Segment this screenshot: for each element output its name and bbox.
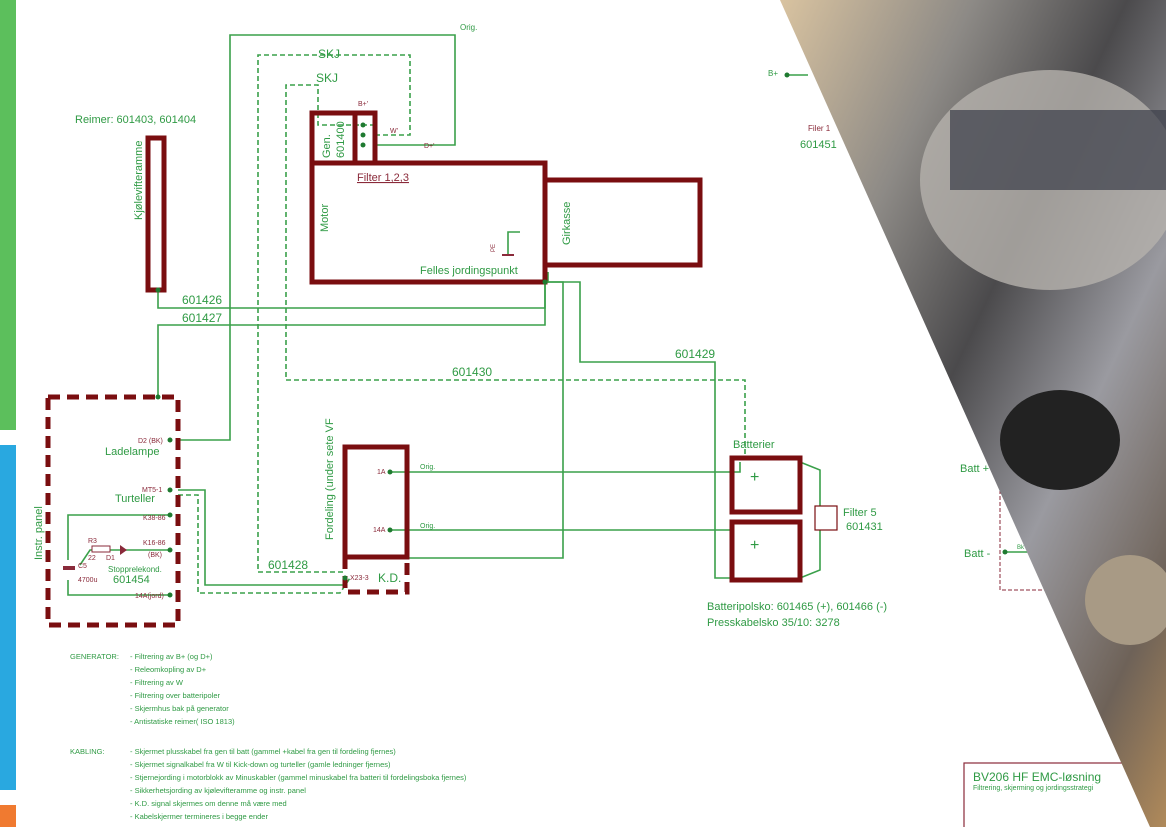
fordeling-label: Fordeling (under sete VF bbox=[324, 418, 336, 540]
1a-label: 1A bbox=[377, 469, 386, 476]
cable-601430: 601430 bbox=[452, 365, 492, 379]
note-item: - Sikkerhetsjording av kjølevifteramme o… bbox=[130, 786, 306, 795]
filter-5-box bbox=[814, 505, 838, 531]
battery-1 bbox=[729, 455, 803, 515]
wires bbox=[67, 34, 821, 596]
filter-right-number: 601451 bbox=[800, 139, 837, 151]
r3-value: 22 bbox=[88, 555, 96, 562]
note-item: - Stjernejording i motorblokk av Minuska… bbox=[130, 773, 467, 782]
c5-label: C5 bbox=[78, 563, 87, 570]
orig-label: Orig. bbox=[420, 523, 435, 530]
note-item: - Filtrering av W bbox=[130, 678, 184, 687]
b-plus-terminal: B+' bbox=[358, 101, 368, 108]
filter-5-label: Filter 5 bbox=[843, 507, 877, 519]
girkasse-label: Girkasse bbox=[561, 202, 573, 245]
d1-label: D1 bbox=[106, 555, 115, 562]
d-plus-terminal: D+' bbox=[424, 143, 434, 150]
instr-panel-label: Instr. panel bbox=[33, 506, 45, 560]
k16-label: K16-86 bbox=[143, 540, 166, 547]
diode-d1 bbox=[120, 545, 127, 555]
cable-601427: 601427 bbox=[182, 311, 222, 325]
orange-side-strip bbox=[0, 805, 16, 827]
notes: GENERATOR: - Filtrering av B+ (og D+) - … bbox=[70, 652, 467, 821]
bk-right-label: Bk bbox=[1017, 545, 1025, 551]
battery-plus: + bbox=[750, 469, 759, 486]
note-item: - Skjermet plusskabel fra gen til batt (… bbox=[130, 747, 396, 756]
alternator-photo bbox=[780, 0, 1166, 827]
stopprele-label: Stopprelekond. bbox=[108, 565, 162, 574]
pe-label: PE bbox=[491, 244, 497, 252]
r3-label: R3 bbox=[88, 538, 97, 545]
resistor-r3 bbox=[91, 545, 111, 553]
green-side-strip bbox=[0, 0, 16, 430]
gen-label: Gen. bbox=[321, 134, 333, 158]
presskabelsko-label: Presskabelsko 35/10: 3278 bbox=[707, 617, 840, 629]
batterier-label: Batterier bbox=[733, 439, 775, 451]
filter-123-label: Filter 1,2,3 bbox=[357, 172, 409, 184]
skj-label: SKJ bbox=[318, 47, 340, 61]
orig-label: Orig. bbox=[460, 23, 477, 32]
battery-plus: + bbox=[750, 537, 759, 554]
cable-601426: 601426 bbox=[182, 293, 222, 307]
title-block bbox=[963, 762, 1166, 827]
note-item: - Skjermhus bak på generator bbox=[130, 704, 229, 713]
cable-601429: 601429 bbox=[675, 347, 715, 361]
c5-value: 4700u bbox=[78, 577, 98, 584]
note-item: - Releomkopling av D+ bbox=[130, 665, 207, 674]
bk-label: (BK) bbox=[148, 552, 162, 559]
kd-label: K.D. bbox=[378, 571, 401, 585]
motor-label: Motor bbox=[319, 204, 331, 232]
capacitor-c5 bbox=[63, 566, 75, 570]
k38-label: K38-86 bbox=[143, 515, 166, 522]
note-item: - Antistatiske reimer( ISO 1813) bbox=[130, 717, 235, 726]
ladelampe-label: Ladelampe bbox=[105, 446, 159, 458]
note-item: - K.D. signal skjermes om denne må være … bbox=[130, 799, 287, 808]
kick-down-box bbox=[342, 557, 410, 595]
fordeling-box bbox=[342, 444, 410, 560]
gen-number: 601400 bbox=[335, 121, 347, 158]
note-item: - Kabelskjermer termineres i begge ender bbox=[130, 812, 268, 821]
batt-minus-label: Batt - bbox=[964, 548, 991, 560]
note-item: - Filtrering av B+ (og D+) bbox=[130, 652, 213, 661]
battery-2 bbox=[729, 519, 803, 583]
felles-jordingspunkt-label: Felles jordingspunkt bbox=[420, 265, 518, 277]
filter-right-label: Filer 1 bbox=[808, 124, 831, 133]
d2-label: D2 (BK) bbox=[138, 438, 163, 445]
drawing-title: BV206 HF EMC-løsning bbox=[973, 770, 1101, 784]
reimer-label: Reimer: 601403, 601404 bbox=[75, 114, 196, 126]
14a-jord-label: 14A(jord) bbox=[135, 593, 164, 600]
girkasse-box bbox=[542, 177, 703, 268]
note-item: - Skjermet signalkabel fra W til Kick-do… bbox=[130, 760, 391, 769]
note-item: - Filtrering over batteripoler bbox=[130, 691, 221, 700]
kjolevifteramme-box bbox=[145, 135, 167, 293]
mt5-label: MT5-1 bbox=[142, 487, 162, 494]
turteller-label: Turteller bbox=[115, 493, 155, 505]
instrument-panel-box bbox=[45, 394, 181, 628]
w-terminal: W' bbox=[390, 128, 398, 135]
stopprele-number: 601454 bbox=[113, 574, 150, 586]
drawing-subtitle: Filtrering, skjerming og jordingsstrateg… bbox=[973, 785, 1094, 792]
skj-label: SKJ bbox=[316, 71, 338, 85]
x23-label: X23-3 bbox=[350, 575, 369, 582]
generator-heading: GENERATOR: bbox=[70, 652, 119, 661]
b-plus-right-label: B+ bbox=[768, 69, 778, 78]
14a-label: 14A bbox=[373, 527, 386, 534]
cable-601428: 601428 bbox=[268, 558, 308, 572]
blue-side-strip bbox=[0, 445, 16, 790]
kjolevifteramme-label: Kjølevifteramme bbox=[133, 141, 145, 220]
batt-dashed-box bbox=[999, 490, 1050, 591]
batteripolsko-label: Batteripolsko: 601465 (+), 601466 (-) bbox=[707, 601, 887, 613]
filter-5-number: 601431 bbox=[846, 521, 883, 533]
kabling-heading: KABLING: bbox=[70, 747, 105, 756]
orig-label: Orig. bbox=[420, 464, 435, 471]
batt-plus-label: Batt + bbox=[960, 463, 989, 475]
